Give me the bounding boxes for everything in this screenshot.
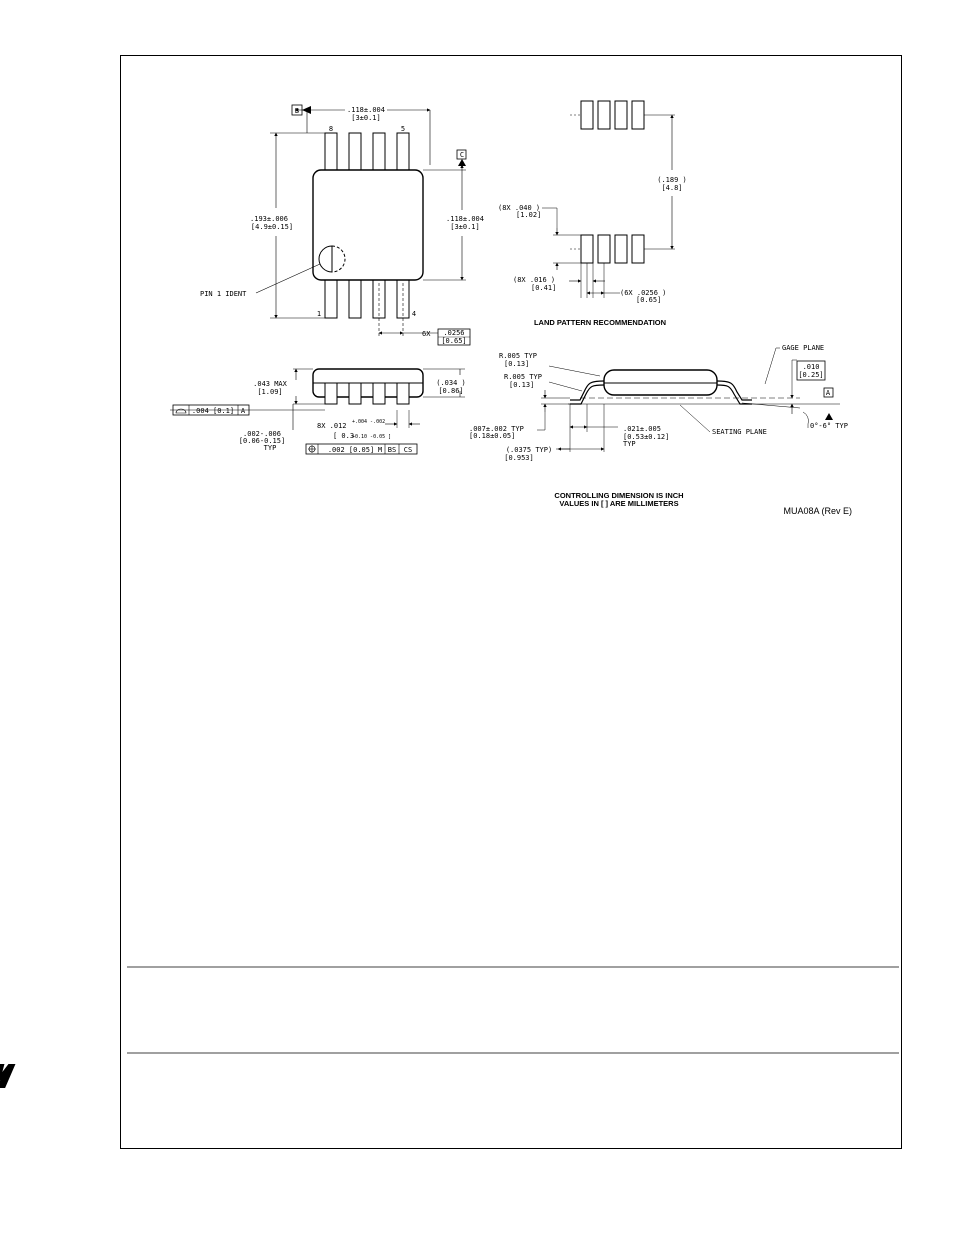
lead-t-in: .007±.002 TYP bbox=[469, 425, 524, 433]
r1-mm: [0.13] bbox=[504, 360, 529, 368]
pin-2 bbox=[348, 279, 362, 319]
flatness-datum: A bbox=[241, 407, 246, 415]
land-height-in: (.189 ) bbox=[657, 176, 687, 184]
standoff-typ: TYP bbox=[264, 444, 277, 452]
r2-mm: [0.13] bbox=[509, 381, 534, 389]
height-max-mm: [1.09] bbox=[257, 388, 282, 396]
land-pad-bottom-1 bbox=[580, 234, 594, 264]
datum-b-label: B bbox=[295, 107, 299, 115]
package-body bbox=[312, 169, 424, 281]
width-dim-mm: [3±0.1] bbox=[351, 114, 381, 122]
height-max-in: .043 MAX bbox=[253, 380, 288, 388]
foot-typ: TYP bbox=[623, 440, 636, 448]
body-dim-in: .118±.004 bbox=[446, 215, 484, 223]
land-pitch-in: (6X .0256 ) bbox=[620, 289, 666, 297]
drawing-id: MUA08A (Rev E) bbox=[783, 506, 852, 516]
body-h-mm: [0.86] bbox=[438, 387, 463, 395]
land-pattern bbox=[542, 100, 675, 298]
width-dim-in: .118±.004 bbox=[347, 106, 385, 114]
gage-plane-label: GAGE PLANE bbox=[782, 344, 824, 352]
pitch-prefix: 6X bbox=[422, 330, 431, 338]
foot-mm: [0.53±0.12] bbox=[623, 433, 669, 441]
pitch-mm: [0.65] bbox=[441, 337, 466, 345]
top-view bbox=[255, 104, 471, 346]
length-dim-mm: [4.9±0.15] bbox=[251, 223, 293, 231]
land-pad-top-3 bbox=[614, 100, 628, 130]
r1-in: R.005 TYP bbox=[499, 352, 537, 360]
controlling-dimension-line1: CONTROLLING DIMENSION IS INCH bbox=[554, 491, 683, 500]
national-semiconductor-logo bbox=[0, 1064, 16, 1088]
lead-w-tol-mm: +0.10 -0.05 ] bbox=[352, 434, 391, 440]
land-pad-top-2 bbox=[597, 100, 611, 130]
position-datum-b: BS bbox=[388, 446, 396, 454]
pin-8 bbox=[324, 132, 338, 171]
angle-label: 0°-6° TYP bbox=[810, 422, 848, 430]
flatness-value: .004 [0.1] bbox=[192, 407, 234, 415]
datum-c-label: C bbox=[460, 151, 464, 159]
pin-7 bbox=[348, 132, 362, 171]
pitch2-in: (.0375 TYP) bbox=[506, 446, 552, 454]
land-pad-bottom-4 bbox=[631, 234, 645, 264]
pin-4-label: 4 bbox=[412, 310, 416, 318]
body-dim-mm: [3±0.1] bbox=[450, 223, 480, 231]
position-value: .002 [0.05] bbox=[328, 446, 374, 454]
land-padlen-in: (8X .040 ) bbox=[498, 204, 540, 212]
page-frame bbox=[120, 55, 902, 1149]
lead-w-mm: [ 0.3 bbox=[333, 432, 354, 440]
pin-6 bbox=[372, 132, 386, 171]
profile-view bbox=[537, 347, 840, 452]
controlling-dimension-line2: VALUES IN [ ] ARE MILLIMETERS bbox=[559, 499, 678, 508]
body-h-in: (.034 ) bbox=[436, 379, 466, 387]
land-padw-mm: [0.41] bbox=[531, 284, 556, 292]
land-pad-top-4 bbox=[631, 100, 645, 130]
datum-a-triangle bbox=[825, 413, 833, 420]
r2-in: R.005 TYP bbox=[504, 373, 542, 381]
position-mod: M bbox=[378, 446, 382, 454]
lead-t-mm: [0.18±0.05] bbox=[469, 432, 515, 440]
position-datum-c: CS bbox=[404, 446, 412, 454]
datum-a-label: A bbox=[826, 389, 831, 397]
land-pattern-title: LAND PATTERN RECOMMENDATION bbox=[534, 318, 666, 327]
pin-1-label: 1 bbox=[317, 310, 321, 318]
land-height-mm: [4.8] bbox=[661, 184, 682, 192]
lead-w-in: 8X .012 bbox=[317, 422, 347, 430]
land-pitch-mm: [0.65] bbox=[636, 296, 661, 304]
foot-in: .021±.005 bbox=[623, 425, 661, 433]
length-dim-in: .193±.006 bbox=[250, 215, 288, 223]
land-pad-top-1 bbox=[580, 100, 594, 130]
land-pad-bottom-3 bbox=[614, 234, 628, 264]
gage-mm: [0.25] bbox=[798, 371, 823, 379]
standoff-in: .002-.006 bbox=[243, 430, 281, 438]
side-view bbox=[170, 368, 465, 455]
land-pad-bottom-2 bbox=[597, 234, 611, 264]
gage-in: .010 bbox=[803, 363, 820, 371]
pin-1 bbox=[324, 279, 338, 319]
pin-1-ident-label: PIN 1 IDENT bbox=[200, 290, 247, 298]
pin-8-label: 8 bbox=[329, 125, 333, 133]
lead-w-tol-in: +.004 -.002 bbox=[352, 419, 385, 425]
standoff-mm: [0.06-0.15] bbox=[239, 437, 285, 445]
land-padw-in: (8X .016 ) bbox=[513, 276, 555, 284]
pin-5 bbox=[396, 132, 410, 171]
seating-plane-label: SEATING PLANE bbox=[712, 428, 767, 436]
pitch2-mm: [0.953] bbox=[504, 454, 534, 462]
land-padlen-mm: [1.02] bbox=[516, 211, 541, 219]
pitch-in: .0256 bbox=[443, 329, 464, 337]
pin-5-label: 5 bbox=[401, 125, 405, 133]
